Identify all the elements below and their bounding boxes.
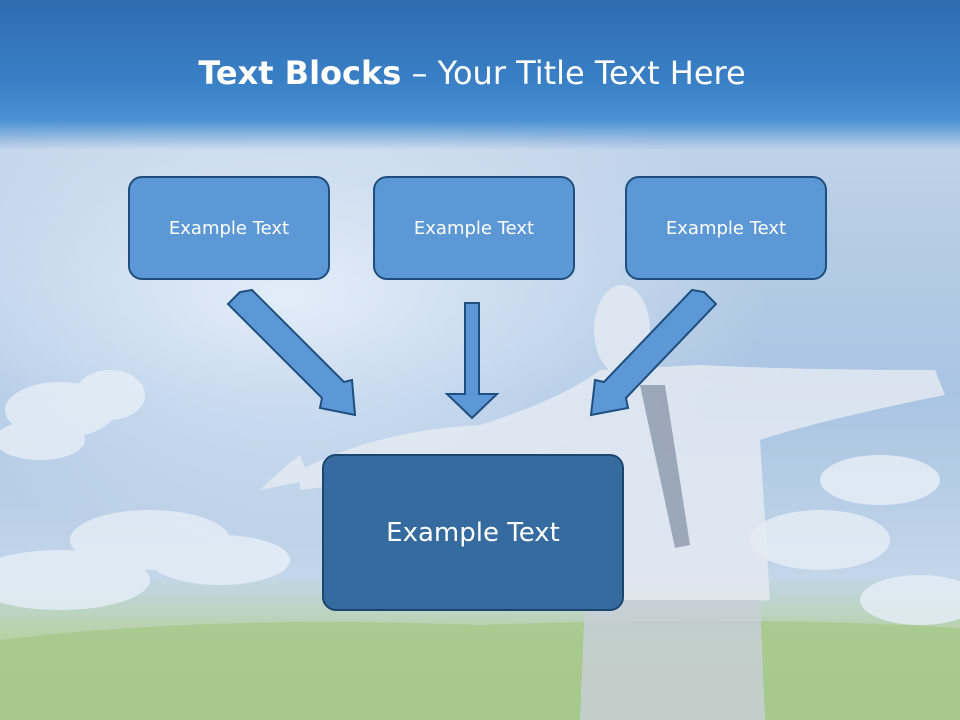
arrow-center bbox=[444, 302, 500, 420]
title-bar bbox=[0, 0, 960, 150]
target-text-block-label: Example Text bbox=[386, 517, 560, 548]
text-block-2-label: Example Text bbox=[413, 217, 535, 239]
arrow-left bbox=[226, 288, 357, 417]
text-block-1[interactable]: Example Text bbox=[128, 176, 330, 280]
title-bold: Text Blocks bbox=[198, 54, 402, 92]
target-text-block[interactable]: Example Text bbox=[322, 454, 624, 611]
text-block-1-label: Example Text bbox=[168, 217, 290, 239]
arrow-right bbox=[589, 288, 718, 417]
text-block-3[interactable]: Example Text bbox=[625, 176, 827, 280]
slide-title: Text Blocks – Your Title Text Here bbox=[0, 54, 944, 92]
title-dash: – bbox=[401, 54, 438, 92]
title-rest: Your Title Text Here bbox=[437, 54, 746, 92]
clouds bbox=[0, 370, 960, 625]
text-block-3-label: Example Text bbox=[665, 217, 787, 239]
text-block-2[interactable]: Example Text bbox=[373, 176, 575, 280]
